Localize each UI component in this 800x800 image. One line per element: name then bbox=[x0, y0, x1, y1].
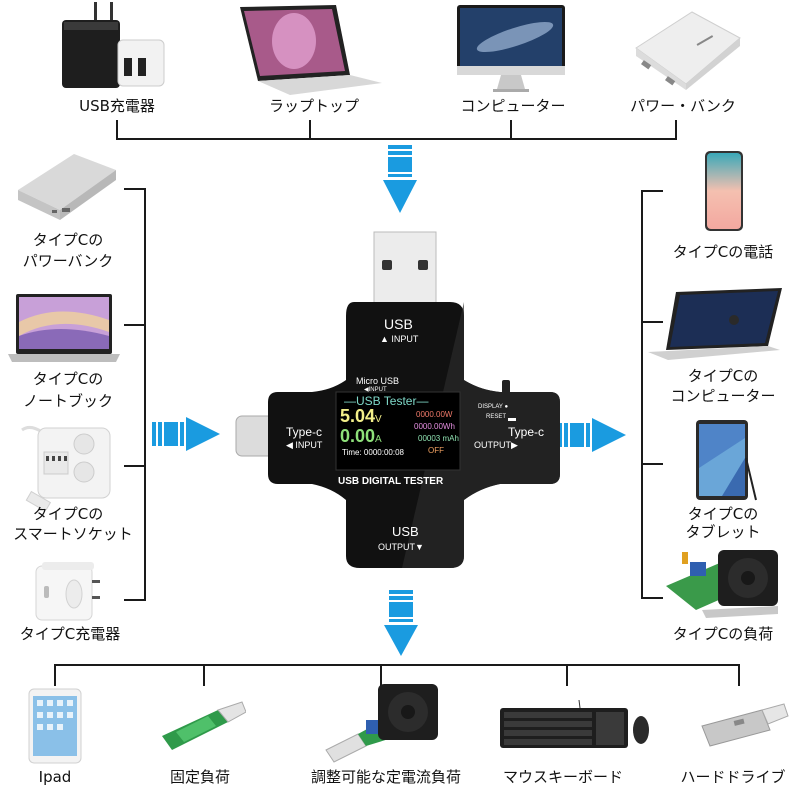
right-device-label-3-line1: タイプCの負荷 bbox=[672, 625, 774, 643]
right-bracket-tick-1 bbox=[641, 321, 663, 323]
hard-drive-image bbox=[700, 702, 790, 748]
bottom-device-label-1: 固定負荷 bbox=[169, 768, 230, 786]
right-device-label-2-line2: タブレット bbox=[685, 523, 761, 541]
top-bracket-tick-3 bbox=[675, 120, 677, 140]
left-device-label-1-line1: タイプCの bbox=[32, 370, 104, 388]
mouse-keyboard-image bbox=[498, 700, 654, 750]
left-device-label-2-line2: スマートソケット bbox=[13, 525, 133, 543]
voltage-unit: V bbox=[375, 414, 382, 425]
current-value: 0.00 bbox=[340, 426, 376, 446]
usb-input-sub: ▲ INPUT bbox=[380, 334, 419, 344]
usb-tester-device: USB ▲ INPUT Micro USB ◀INPUT Type-c ◀ IN… bbox=[232, 230, 572, 570]
bottom-bracket-tick-4 bbox=[738, 664, 740, 686]
typec-output-title: Type-c bbox=[508, 425, 545, 439]
typec-power-bank-image bbox=[14, 152, 118, 222]
arrow-down-top-icon bbox=[383, 145, 417, 215]
arrow-right-left-icon bbox=[152, 417, 222, 451]
left-bracket-tick-3 bbox=[124, 599, 146, 601]
bottom-device-label-2: 調整可能な定電流負荷 bbox=[310, 768, 461, 786]
top-device-label-3: パワー・バンク bbox=[630, 97, 736, 115]
left-device-label-1-line2: ノートブック bbox=[22, 392, 113, 410]
typec-input-title: Type-c bbox=[286, 425, 323, 439]
power-bank-image bbox=[632, 8, 742, 92]
bottom-device-label-3: マウスキーボード bbox=[502, 768, 623, 786]
screen-energy: 0000.00Wh bbox=[414, 422, 455, 431]
brand-label: USB DIGITAL TESTER bbox=[338, 476, 444, 487]
top-bracket-tick-2 bbox=[510, 120, 512, 140]
right-device-label-2-line1: タイプCの bbox=[687, 505, 759, 523]
right-device-label-0-line1: タイプCの電話 bbox=[672, 243, 774, 261]
top-device-label-0: USB充電器 bbox=[79, 97, 155, 115]
screen-voltage: 5.04V bbox=[340, 406, 382, 427]
screen-capacity: 00003 mAh bbox=[418, 434, 459, 443]
voltage-value: 5.04 bbox=[340, 406, 376, 426]
micro-usb-input-label: ◀INPUT bbox=[364, 387, 387, 393]
screen-time: Time: 0000:00:08 bbox=[342, 448, 404, 457]
typec-computer-image bbox=[648, 288, 784, 362]
bottom-bracket-tick-2 bbox=[380, 664, 382, 686]
display-label: DISPLAY ● bbox=[478, 404, 509, 410]
bottom-bracket-tick-3 bbox=[566, 664, 568, 686]
left-device-label-2-line1: タイプCの bbox=[32, 505, 104, 523]
left-bracket-tick-1 bbox=[124, 324, 146, 326]
right-bracket-tick-0 bbox=[641, 190, 663, 192]
right-device-label-1-line1: タイプCの bbox=[687, 367, 759, 385]
screen-status: OFF bbox=[428, 446, 444, 455]
usb-charger-image bbox=[58, 0, 168, 90]
adjustable-load-image bbox=[322, 680, 442, 764]
bottom-bracket-tick-1 bbox=[203, 664, 205, 686]
screen-power: 0000.00W bbox=[416, 410, 453, 419]
ipad-image bbox=[28, 688, 82, 764]
typec-charger-image bbox=[34, 560, 106, 624]
fixed-load-image bbox=[158, 700, 246, 756]
usb-input-title: USB bbox=[384, 316, 413, 332]
current-unit: A bbox=[375, 434, 382, 445]
typec-load-image bbox=[662, 548, 786, 618]
top-bracket-line bbox=[116, 138, 677, 140]
left-bracket-line bbox=[144, 188, 146, 601]
usb-output-sub: OUTPUT▼ bbox=[378, 542, 424, 552]
computer-image bbox=[455, 3, 569, 93]
bottom-bracket-line bbox=[54, 664, 740, 666]
bottom-device-label-4: ハードドライブ bbox=[680, 768, 786, 786]
typec-input-sub: ◀ INPUT bbox=[286, 440, 323, 450]
bottom-bracket-tick-0 bbox=[54, 664, 56, 686]
screen-current: 0.00A bbox=[340, 426, 382, 447]
top-bracket-tick-1 bbox=[309, 120, 311, 140]
screen-title: —USB Tester— bbox=[344, 394, 429, 408]
right-device-label-1-line2: コンピューター bbox=[670, 387, 776, 405]
right-bracket-line bbox=[641, 190, 643, 599]
left-bracket-tick-2 bbox=[124, 465, 146, 467]
usb-output-title: USB bbox=[392, 524, 419, 539]
left-device-label-0-line2: パワーバンク bbox=[22, 252, 114, 270]
typec-phone-image bbox=[704, 150, 744, 232]
left-bracket-tick-0 bbox=[124, 188, 146, 190]
laptop-image bbox=[232, 3, 384, 95]
right-bracket-tick-2 bbox=[641, 463, 663, 465]
left-device-label-3-line1: タイプC充電器 bbox=[19, 625, 121, 643]
top-device-label-1: ラップトップ bbox=[268, 97, 359, 115]
typec-notebook-image bbox=[8, 292, 120, 364]
typec-output-sub: OUTPUT▶ bbox=[474, 440, 518, 450]
micro-usb-label: Micro USB bbox=[356, 376, 400, 386]
reset-button-label[interactable]: RESET bbox=[486, 414, 507, 420]
top-device-label-2: コンピューター bbox=[460, 97, 566, 115]
bottom-device-label-0: Ipad bbox=[38, 768, 72, 786]
right-bracket-tick-3 bbox=[641, 597, 663, 599]
left-device-label-0-line1: タイプCの bbox=[32, 231, 104, 249]
typec-tablet-image bbox=[694, 418, 758, 502]
arrow-down-bottom-icon bbox=[384, 590, 418, 658]
top-bracket-tick-0 bbox=[116, 120, 118, 140]
typec-smart-socket-image bbox=[20, 420, 112, 510]
